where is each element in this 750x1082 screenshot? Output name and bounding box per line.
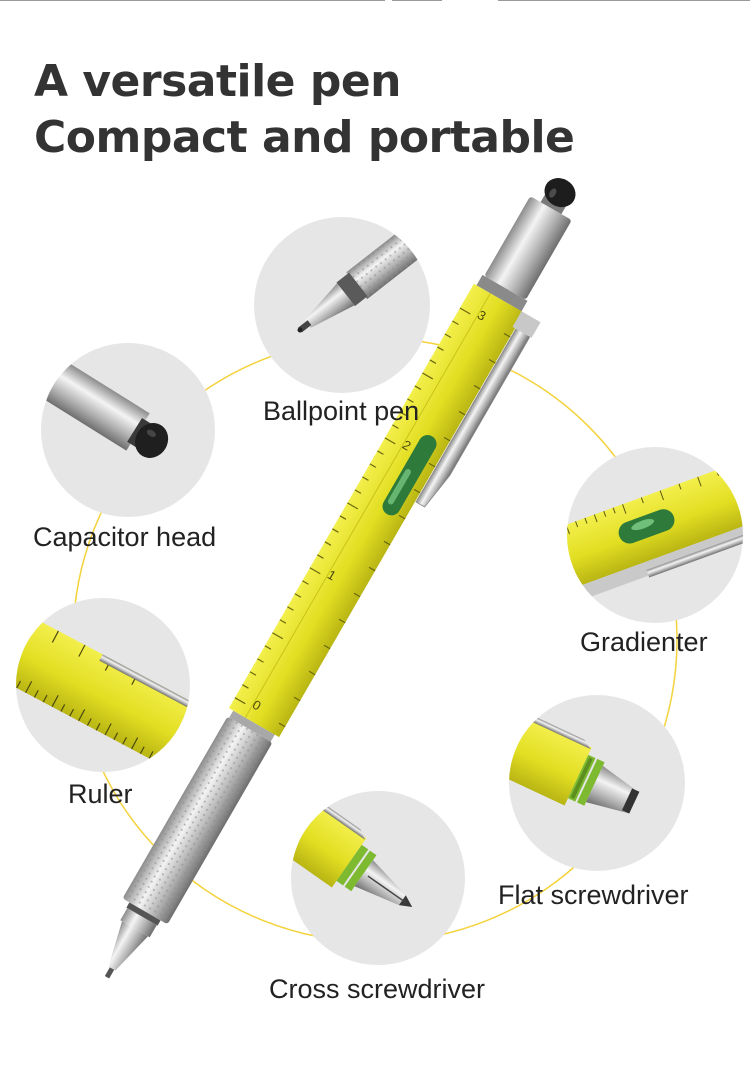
main-pen-illustration: 0 1 2 3 [104, 178, 576, 979]
headline-line-1: A versatile pen [34, 56, 402, 107]
headline-line-2: Compact and portable [34, 112, 575, 163]
label-ballpoint-pen: Ballpoint pen [263, 396, 420, 426]
gradienter-detail-image [567, 447, 743, 623]
flat-screwdriver-detail-image [509, 695, 685, 871]
label-gradienter: Gradienter [580, 627, 708, 657]
cross-screwdriver-detail-image [291, 791, 465, 965]
top-decorative-line [0, 0, 750, 1]
label-cross-screwdriver: Cross screwdriver [269, 974, 486, 1004]
label-capacitor-head: Capacitor head [33, 522, 217, 552]
label-flat-screwdriver: Flat screwdriver [498, 880, 689, 910]
label-ruler: Ruler [68, 779, 133, 809]
capacitor-head-detail-image [41, 343, 215, 517]
